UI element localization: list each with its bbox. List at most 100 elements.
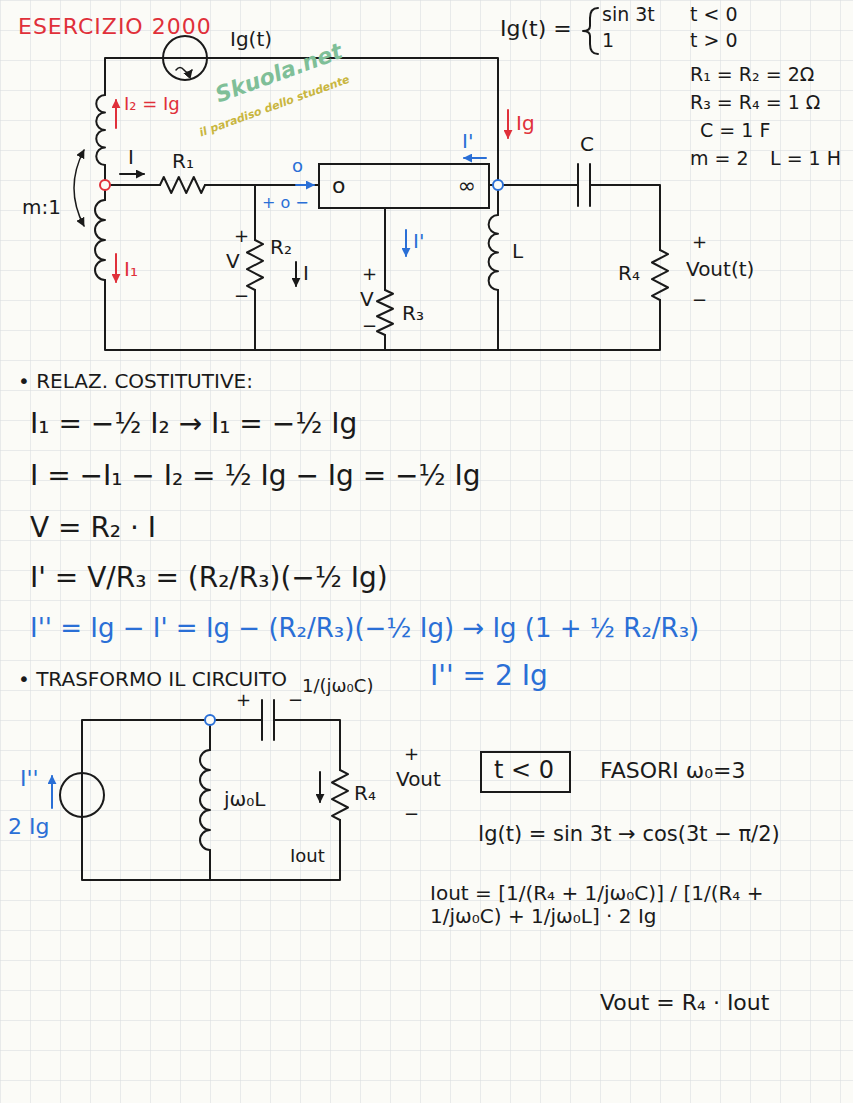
capacitor-plate bbox=[261, 700, 263, 740]
current-source-line bbox=[163, 57, 207, 59]
resistor-symbol bbox=[652, 250, 668, 300]
wire bbox=[209, 850, 211, 880]
inductor-coil bbox=[96, 95, 105, 165]
wire bbox=[254, 290, 256, 350]
component-label: R₂ bbox=[270, 236, 292, 259]
equation: I₁ = −½ I₂ → I₁ = −½ Ig bbox=[30, 408, 357, 440]
terminal-label: + o − bbox=[262, 194, 309, 212]
component-label: L bbox=[512, 240, 523, 263]
parameter: C = 1 F bbox=[700, 120, 770, 142]
wire bbox=[82, 817, 340, 880]
section-heading: • TRASFORMO IL CIRCUITO bbox=[18, 668, 287, 691]
polarity-sign: + bbox=[362, 264, 377, 285]
impedance-label: jω₀L bbox=[224, 788, 265, 811]
current-arrow bbox=[115, 254, 117, 282]
parameter: R₃ = R₄ = 1 Ω bbox=[690, 92, 820, 114]
current-arrow bbox=[464, 157, 486, 159]
junction-dot bbox=[493, 180, 503, 190]
formula: 1 bbox=[602, 30, 614, 52]
node-text: t < 0 bbox=[494, 756, 554, 784]
equation: I = −I₁ − I₂ = ½ Ig − Ig = −½ Ig bbox=[30, 460, 481, 492]
wire bbox=[105, 58, 163, 95]
polarity-sign: + bbox=[236, 690, 251, 711]
current-label: I bbox=[128, 146, 134, 169]
current-label: I' bbox=[462, 130, 473, 153]
polarity-sign: + bbox=[234, 226, 249, 247]
inductor-coil bbox=[95, 200, 105, 280]
voltage-label: V bbox=[226, 250, 240, 273]
brace bbox=[583, 8, 598, 54]
voltage-label: Vout bbox=[396, 768, 441, 791]
wire bbox=[110, 184, 160, 186]
current-label: Iout bbox=[290, 846, 325, 867]
equation: I' = V/R₃ = (R₂/R₃)(−½ Ig) bbox=[30, 562, 388, 594]
equation: I'' = 2 Ig bbox=[430, 660, 548, 692]
equation: V = R₂ · I bbox=[30, 512, 156, 544]
current-source bbox=[60, 773, 104, 817]
wire bbox=[384, 209, 386, 290]
formula: t > 0 bbox=[690, 30, 738, 52]
wire bbox=[105, 280, 660, 350]
resistor-symbol bbox=[160, 177, 205, 193]
wire bbox=[497, 290, 499, 350]
wire bbox=[254, 185, 256, 240]
component-label: R₄ bbox=[618, 262, 640, 285]
current-arrow bbox=[120, 173, 144, 175]
capacitor-plate bbox=[577, 164, 579, 206]
current-label: Ig bbox=[516, 112, 535, 135]
component-label: C bbox=[580, 133, 594, 156]
component-label: R₃ bbox=[402, 302, 424, 325]
parameter: m = 2 bbox=[690, 148, 749, 170]
formula: t < 0 bbox=[690, 4, 738, 26]
junction-dot bbox=[100, 180, 110, 190]
wire bbox=[384, 335, 386, 350]
parameter: L = 1 H bbox=[770, 148, 841, 170]
wire bbox=[590, 185, 660, 250]
polarity-sign: − bbox=[404, 804, 419, 825]
current-label: 2 Ig bbox=[8, 814, 49, 839]
parameter: R₁ = R₂ = 2Ω bbox=[690, 64, 814, 86]
terminal-label: o bbox=[292, 156, 303, 177]
current-label: I'' bbox=[20, 766, 39, 791]
wire bbox=[209, 725, 211, 750]
circuit-wires bbox=[52, 8, 668, 880]
component-label: R₄ bbox=[354, 782, 376, 805]
equation: Vout = R₄ · Iout bbox=[600, 990, 769, 1015]
condition-box: t < 0 bbox=[480, 751, 571, 793]
current-arrow bbox=[51, 776, 53, 808]
wire bbox=[82, 720, 262, 773]
wire bbox=[274, 720, 340, 770]
current-arrow bbox=[296, 184, 314, 186]
current-label: I' bbox=[413, 230, 424, 253]
note: FASORI ω₀=3 bbox=[600, 758, 745, 783]
junction-dot bbox=[205, 715, 215, 725]
current-arrow bbox=[295, 262, 297, 286]
formula: Ig(t) = bbox=[500, 16, 572, 41]
ratio-label: m:1 bbox=[22, 196, 61, 219]
current-label: I bbox=[303, 262, 309, 285]
polarity-sign: − bbox=[234, 286, 249, 307]
current-arrow bbox=[319, 772, 321, 802]
source-label: Ig(t) bbox=[230, 28, 272, 51]
node-text: o bbox=[332, 173, 345, 198]
coupling-bracket bbox=[74, 150, 84, 226]
resistor-symbol bbox=[247, 240, 263, 290]
source-squiggle bbox=[176, 68, 192, 73]
nullor-box: o∞ bbox=[318, 163, 490, 209]
polarity-sign: + bbox=[404, 744, 419, 765]
current-label: I₂ = Ig bbox=[124, 94, 180, 115]
polarity-sign: − bbox=[288, 690, 303, 711]
wire bbox=[497, 190, 499, 215]
component-label: R₁ bbox=[172, 150, 194, 173]
polarity-sign: − bbox=[692, 290, 707, 311]
section-heading: • RELAZ. COSTITUTIVE: bbox=[18, 370, 253, 393]
voltage-label: V bbox=[360, 288, 374, 311]
current-arrow bbox=[115, 100, 117, 128]
inductor-coil bbox=[200, 750, 210, 850]
inductor-coil bbox=[489, 215, 498, 290]
node-text: ∞ bbox=[458, 173, 476, 198]
polarity-sign: + bbox=[692, 232, 707, 253]
wire bbox=[205, 184, 318, 186]
